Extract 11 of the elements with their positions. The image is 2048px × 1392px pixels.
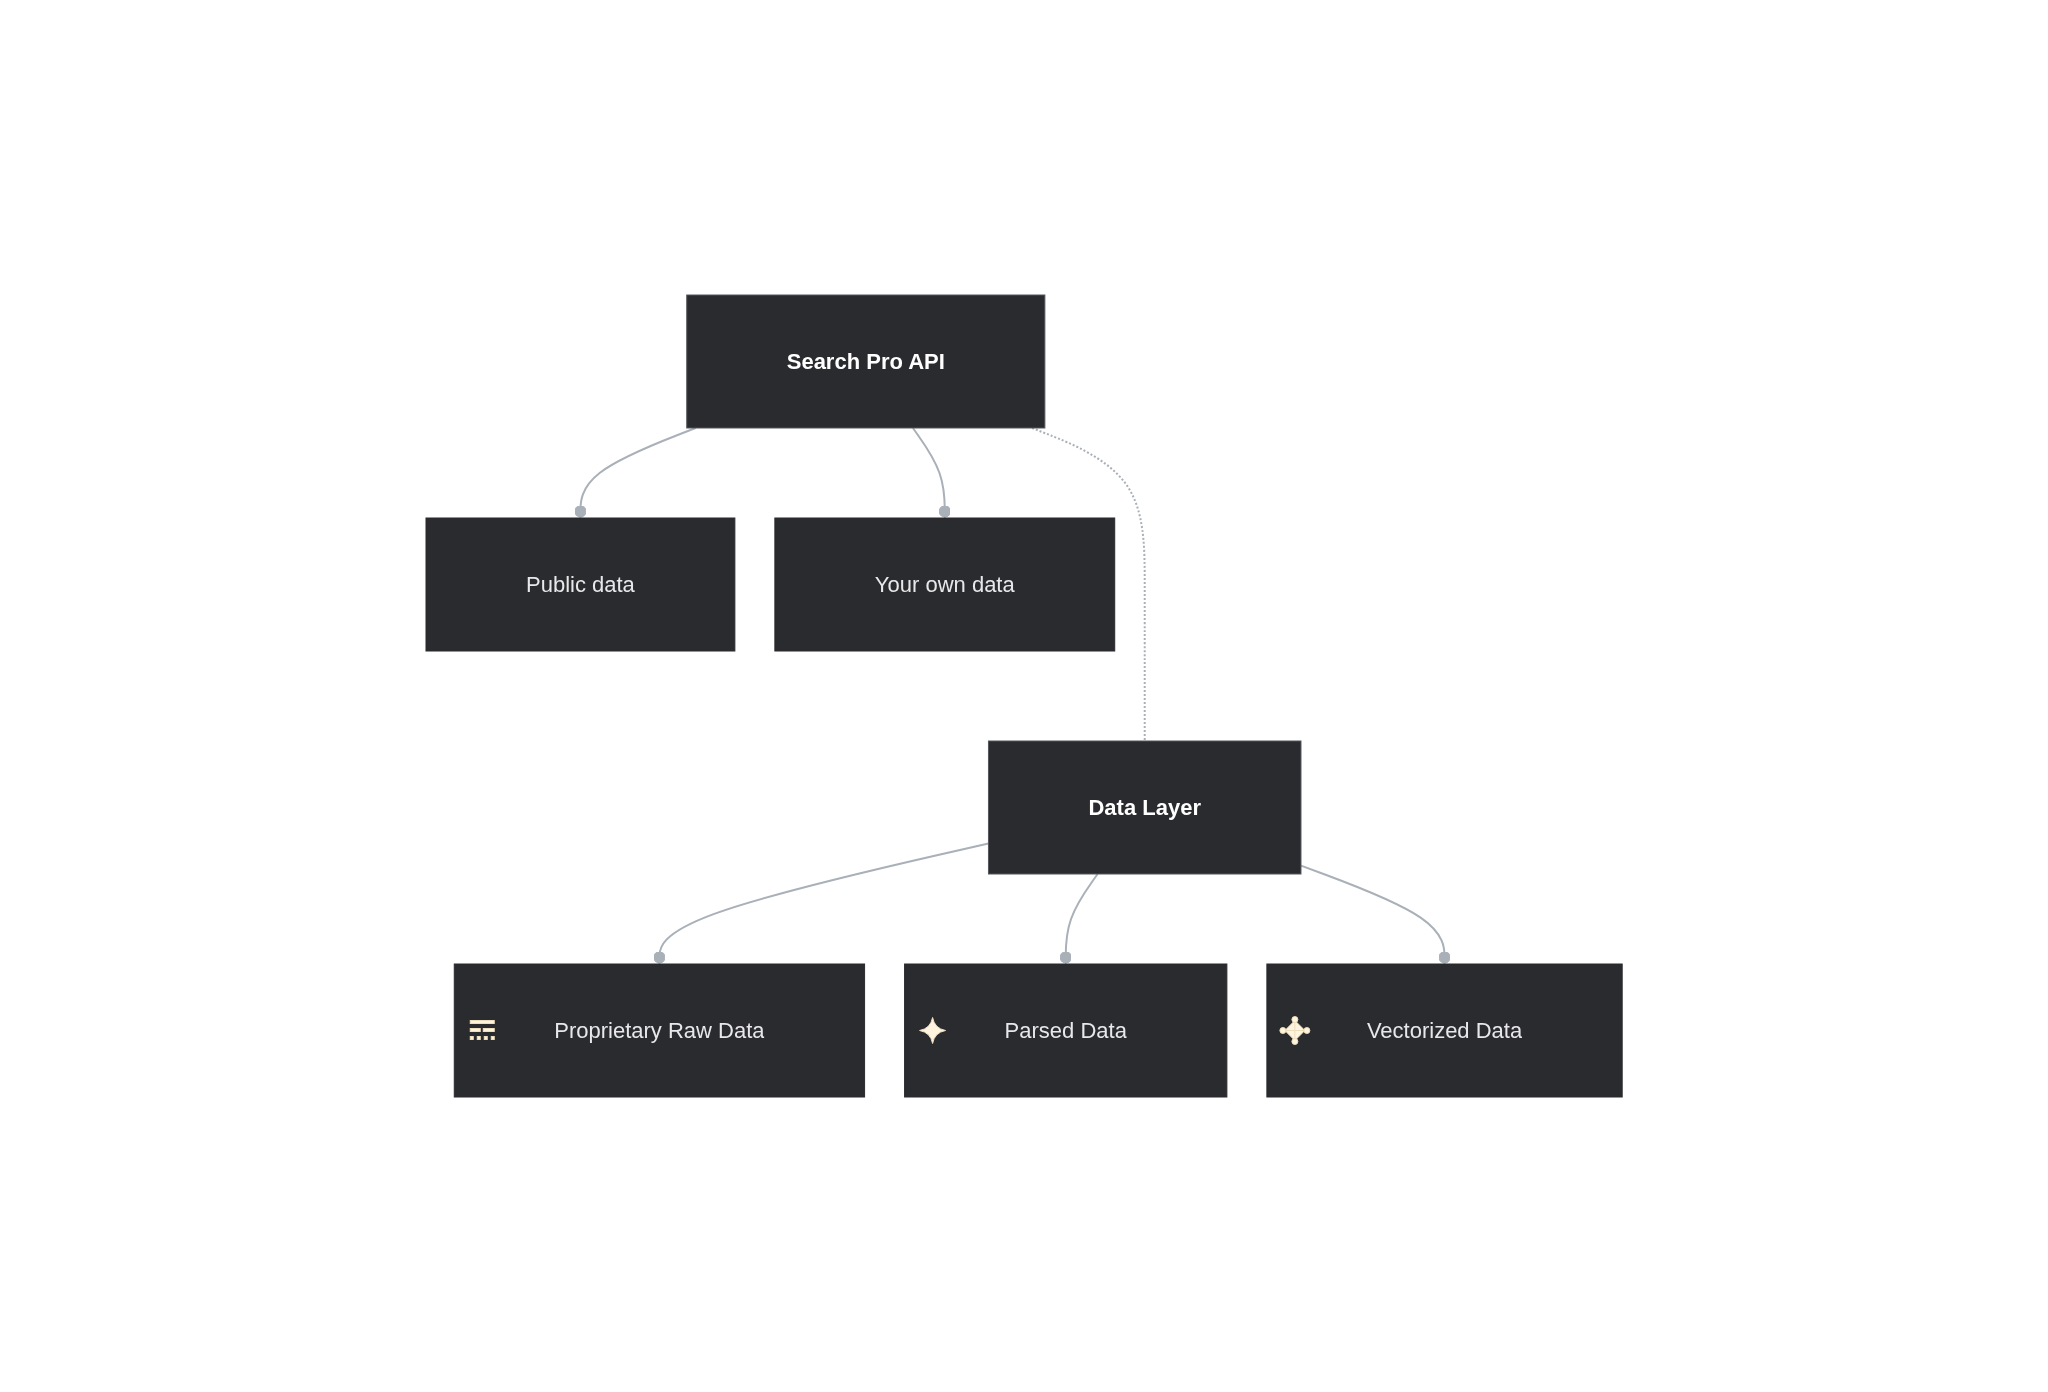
node-box: Data Layer <box>987 740 1302 875</box>
connector <box>653 842 990 965</box>
node-box: Vectorized Data <box>1266 963 1623 1098</box>
connector <box>1059 873 1099 965</box>
node-box: Public data <box>425 517 736 652</box>
connector <box>1299 864 1451 965</box>
node-box: Search Pro API <box>686 294 1046 429</box>
connector <box>911 427 951 519</box>
node-box: Parsed Data <box>904 963 1228 1098</box>
node-box: Your own data <box>774 517 1116 652</box>
node-box: Proprietary Raw Data <box>453 963 865 1098</box>
